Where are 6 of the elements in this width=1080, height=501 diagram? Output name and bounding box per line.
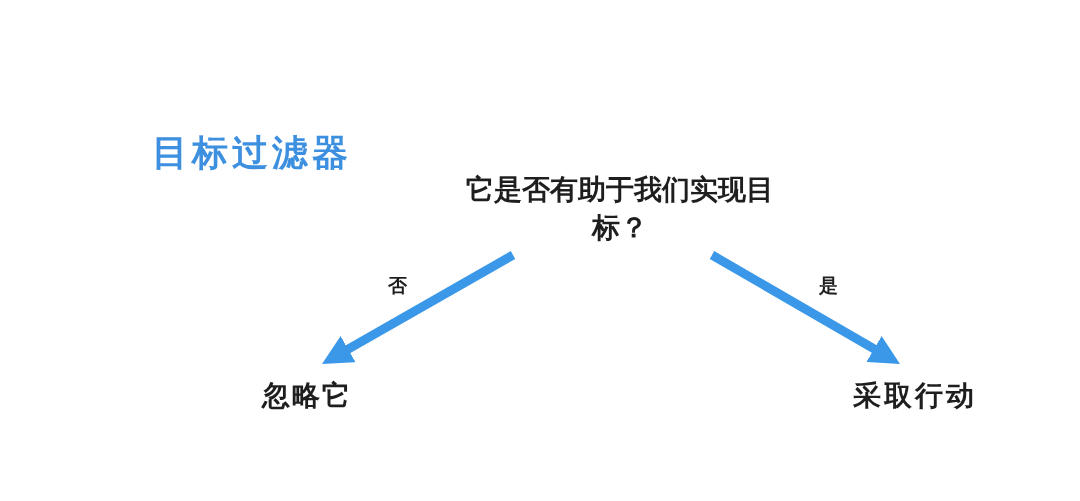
outcome-text: 采取行动 xyxy=(853,378,977,414)
diagram-title: 目标过滤器 xyxy=(152,133,352,173)
edge-label: 是 xyxy=(816,274,840,296)
outcome-text: 忽略它 xyxy=(262,378,352,414)
edge-label: 否 xyxy=(385,274,409,296)
question-text: 它是否有助于我们实现目标？ xyxy=(465,172,775,246)
